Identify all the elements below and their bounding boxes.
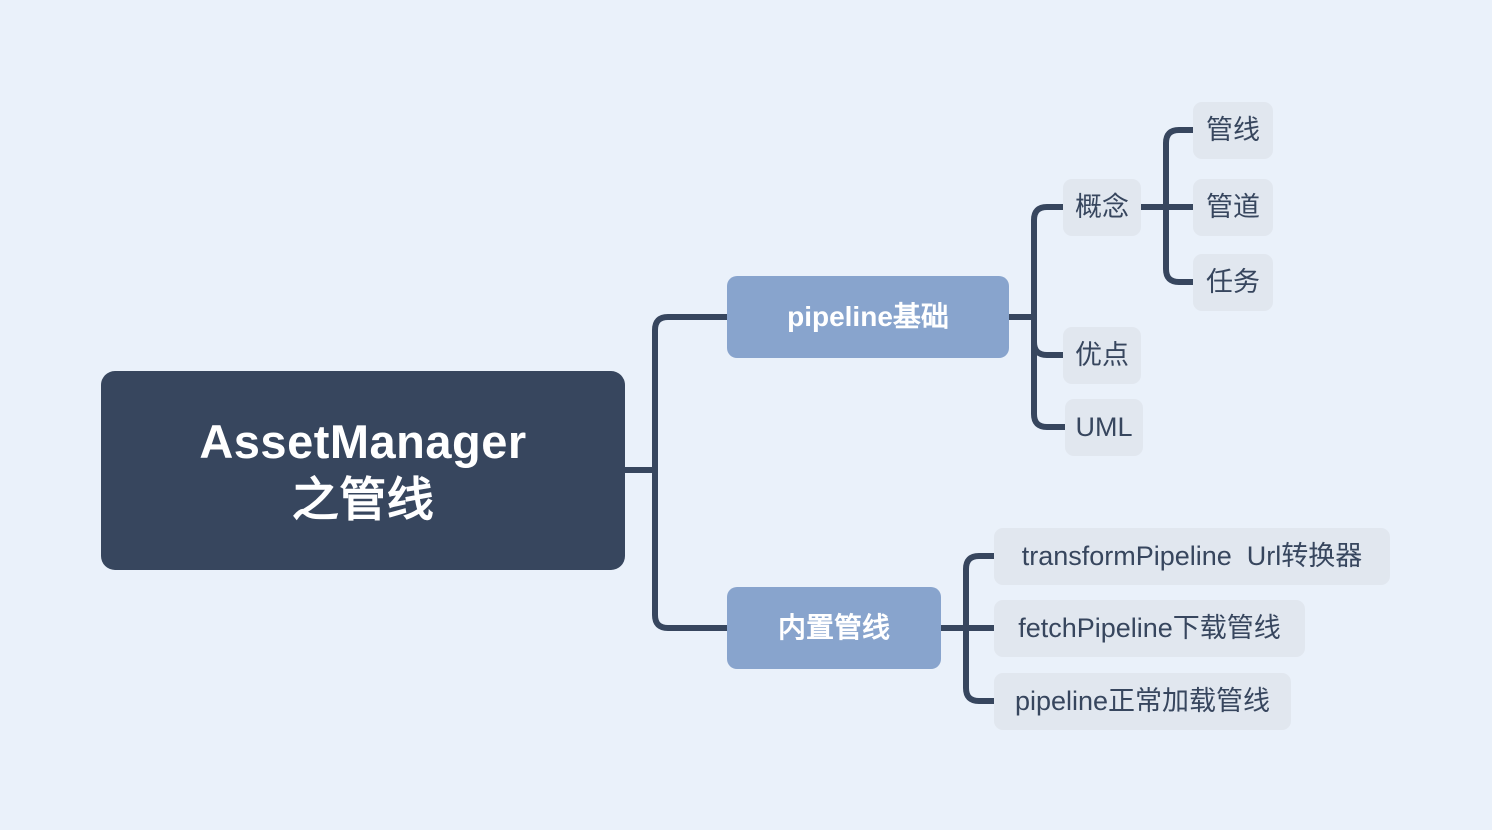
node-uml-label: UML <box>1075 412 1133 443</box>
edge-root-to-builtin-pipelines <box>652 467 730 631</box>
node-concept[interactable]: 概念 <box>1063 179 1141 236</box>
node-transform-pipeline-label: transformPipeline Url转换器 <box>1021 541 1363 572</box>
node-advantages-label: 优点 <box>1075 340 1129 371</box>
edge-concept-to-renwu <box>1163 204 1196 285</box>
node-uml[interactable]: UML <box>1065 399 1143 456</box>
node-concept-label: 概念 <box>1075 192 1129 223</box>
node-builtin-pipelines[interactable]: 内置管线 <box>727 587 941 669</box>
edge-pipeline-basics-to-uml <box>1031 314 1068 430</box>
edge-root-to-pipeline-basics <box>652 314 730 473</box>
node-pipeline-normal-load[interactable]: pipeline正常加载管线 <box>994 673 1291 730</box>
root-node-line1: AssetManager <box>199 415 527 469</box>
edge-builtin-to-pipeline <box>963 625 997 704</box>
node-renwu[interactable]: 任务 <box>1193 254 1273 311</box>
node-builtin-pipelines-label: 内置管线 <box>777 611 890 643</box>
node-pipeline-basics[interactable]: pipeline基础 <box>727 276 1009 358</box>
root-node-line2: 之管线 <box>291 472 435 526</box>
node-renwu-label: 任务 <box>1206 267 1260 298</box>
node-guandao-label: 管道 <box>1206 192 1260 223</box>
node-fetch-pipeline-label: fetchPipeline下载管线 <box>1018 613 1281 644</box>
node-guandao[interactable]: 管道 <box>1193 179 1273 236</box>
node-fetch-pipeline[interactable]: fetchPipeline下载管线 <box>994 600 1305 657</box>
edge-builtin-to-transform <box>963 553 997 631</box>
edge-pipeline-basics-to-concept <box>1031 204 1066 320</box>
edge-concept-to-guanxian <box>1163 127 1196 210</box>
node-guanxian-label: 管线 <box>1206 115 1260 146</box>
node-pipeline-normal-load-label: pipeline正常加载管线 <box>1014 686 1271 717</box>
root-node[interactable]: AssetManager 之管线 <box>101 371 625 570</box>
node-pipeline-basics-label: pipeline基础 <box>787 300 949 332</box>
node-transform-pipeline[interactable]: transformPipeline Url转换器 <box>994 528 1390 585</box>
edge-pipeline-basics-to-advantages <box>1031 314 1066 358</box>
node-advantages[interactable]: 优点 <box>1063 327 1141 384</box>
node-guanxian[interactable]: 管线 <box>1193 102 1273 159</box>
